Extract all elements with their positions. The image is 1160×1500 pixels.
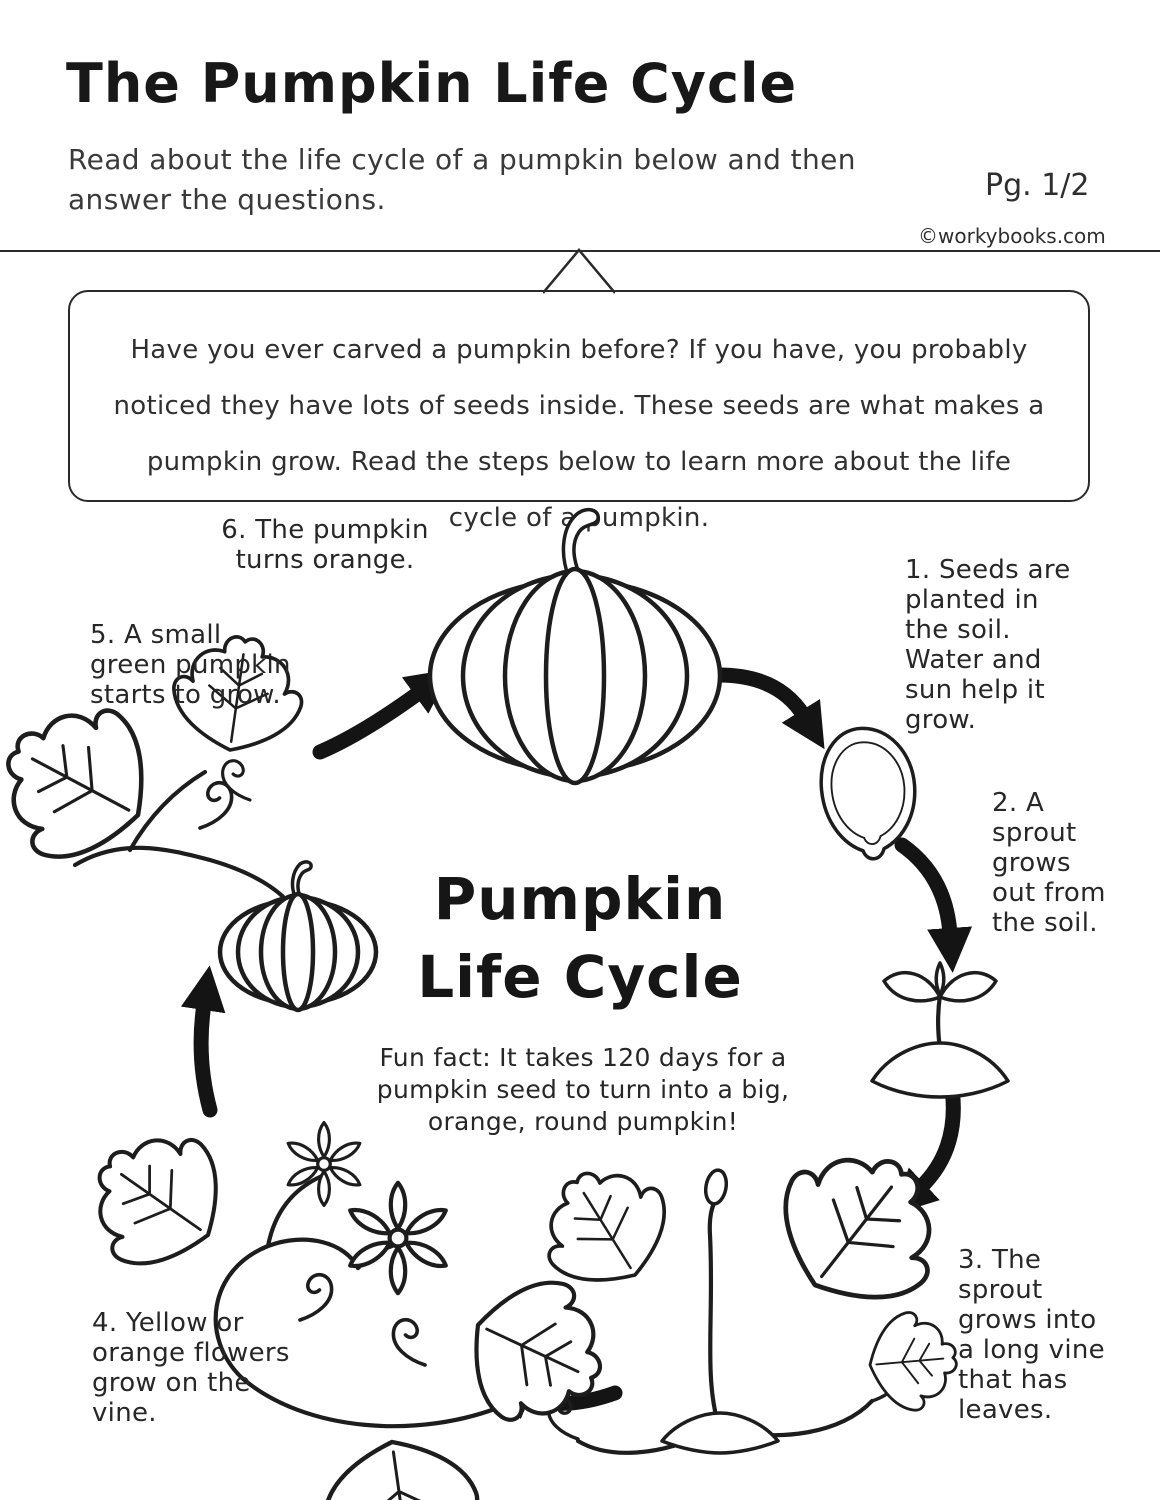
arrow-seed-to-sprout [894, 837, 973, 973]
pumpkin-vine-illustration [0, 627, 312, 915]
page-number: Pg. 1/2 [985, 168, 1090, 203]
speech-pointer [543, 248, 615, 294]
cycle-title-line2: Life Cycle [417, 943, 743, 1011]
life-cycle-artwork [0, 507, 1010, 1500]
copyright-text: ©workybooks.com [918, 224, 1106, 248]
small-pumpkin-illustration [217, 860, 379, 1013]
arrow-flowers-to-small-pumpkin [180, 965, 226, 1118]
arrow-pumpkin-to-seed [708, 667, 825, 750]
page-title: The Pumpkin Life Cycle [66, 52, 798, 115]
cycle-arrows [180, 667, 973, 1420]
vine-illustration [518, 1120, 970, 1455]
step-6-caption: 6. The pumpkin turns orange. [221, 515, 429, 575]
step-2-caption: 2. A sprout grows out from the soil. [992, 788, 1106, 938]
cycle-title-line1: Pumpkin [433, 865, 727, 933]
seed-illustration [819, 726, 917, 861]
flower-vine-illustration [66, 1106, 626, 1500]
step-5-caption: 5. A small green pumpkin starts to grow. [90, 620, 291, 710]
page-subtitle: Read about the life cycle of a pumpkin b… [68, 143, 856, 216]
life-cycle-diagram [0, 490, 1160, 1500]
intro-box: Have you ever carved a pumpkin before? I… [68, 290, 1090, 533]
step-3-caption: 3. The sprout grows into a long vine tha… [958, 1245, 1105, 1425]
pumpkin-illustration [427, 507, 723, 786]
sprout-illustration [870, 961, 1010, 1099]
cycle-title: Pumpkin Life Cycle [365, 860, 795, 1016]
arrow-small-pumpkin-to-pumpkin [312, 669, 452, 760]
arrow-sprout-to-vine [891, 1080, 961, 1215]
fun-fact-text: Fun fact: It takes 120 days for a pumpki… [376, 1043, 790, 1136]
step-4-caption: 4. Yellow or orange flowers grow on the … [92, 1308, 290, 1428]
step-1-caption: 1. Seeds are planted in the soil. Water … [905, 555, 1071, 735]
